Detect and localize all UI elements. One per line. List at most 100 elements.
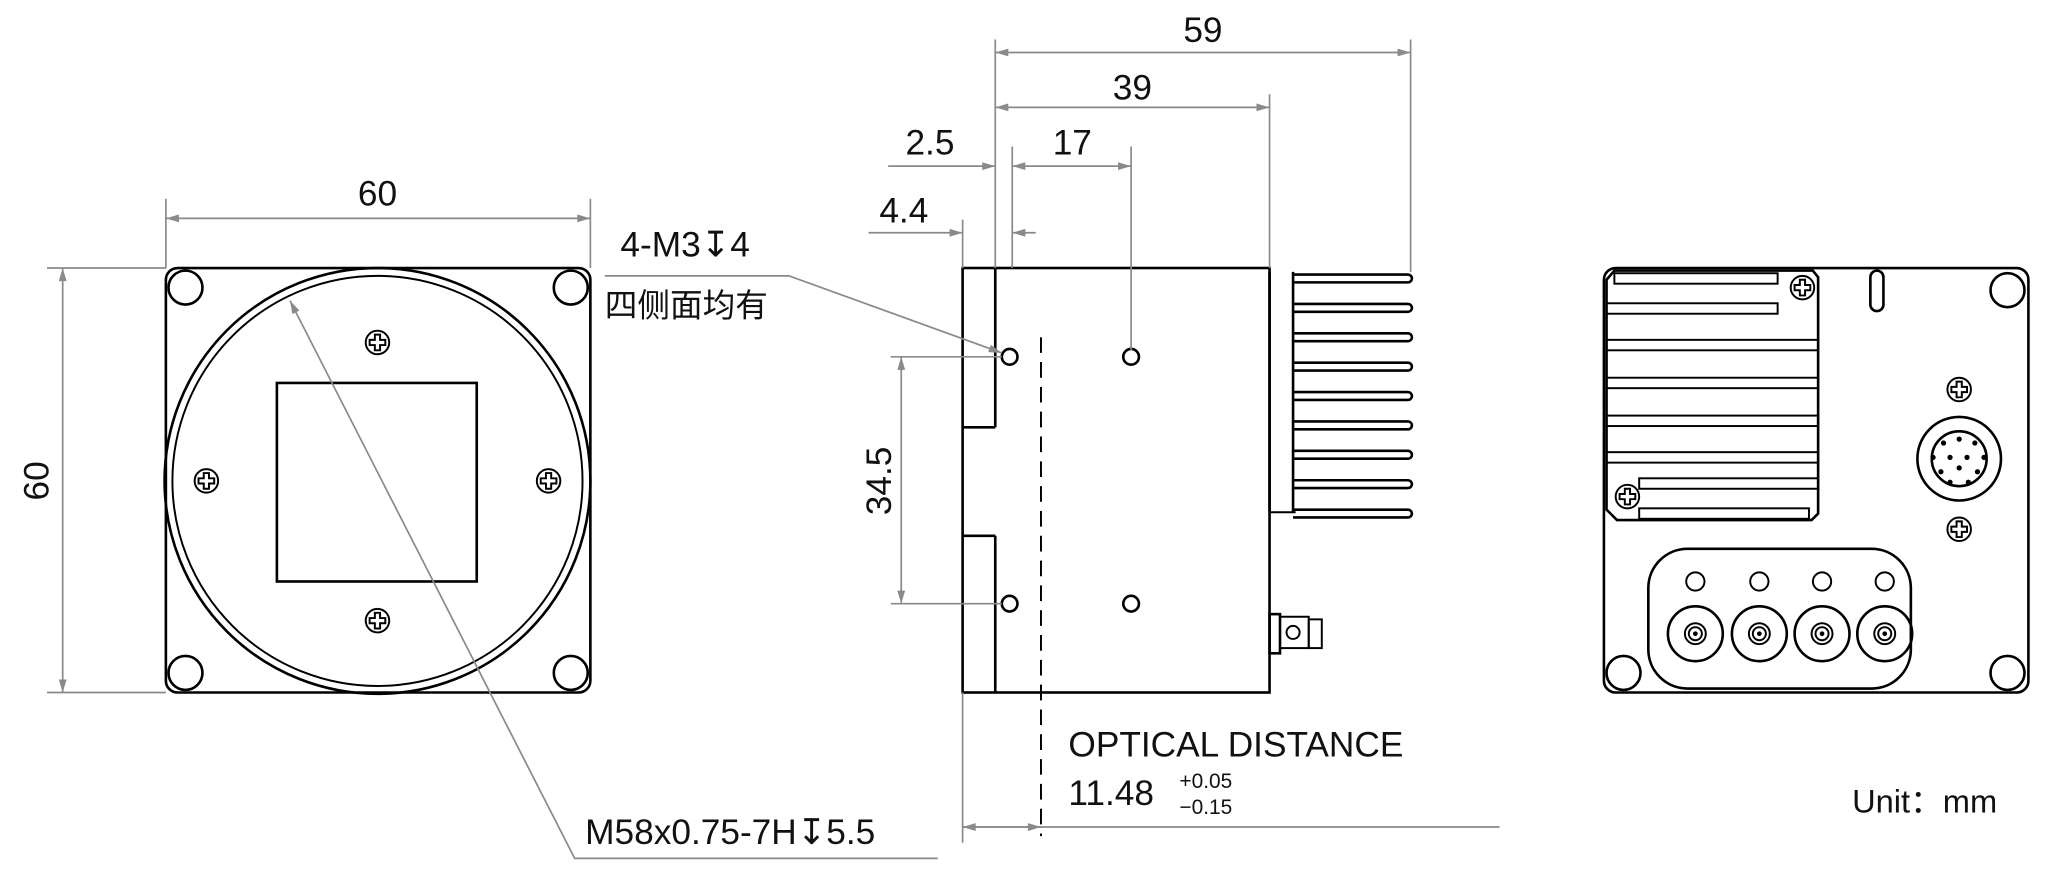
optical-distance-value: 11.48 [1068,774,1154,813]
lens-mount-thread [171,274,584,687]
fin [1613,272,1779,285]
dimension-17: 17 [1053,123,1092,162]
dimension-4-4: 4.4 [879,191,928,230]
fin [1638,507,1810,520]
coaxpress-ports [1666,571,1914,663]
coax-port [1855,604,1914,663]
screw-icon [193,468,220,494]
screw-icon [364,607,391,634]
io-connector-icon [1916,415,2003,502]
width-dimension: 60 [358,174,397,213]
coax-port [1666,604,1725,663]
fin [1605,376,1820,390]
pin [1956,436,1962,442]
side-connector [1268,612,1323,655]
sensor-window [275,381,479,583]
m3-hole [1121,347,1141,366]
fin [1293,302,1414,314]
pin [1964,454,1970,461]
tolerance-upper: +0.05 [1179,770,1232,793]
coax-pin [1882,631,1888,637]
fin [1293,420,1414,431]
led-indicator [1749,571,1770,592]
screw-icon [364,329,391,356]
pin [1947,479,1953,485]
fin [1605,338,1820,352]
coax-port [1730,604,1789,663]
coax-port-ring [1877,626,1893,642]
pin [1940,440,1947,446]
coax-pin [1819,631,1825,637]
total-length-dimension: 59 [1183,11,1222,50]
tolerance-lower: −0.15 [1179,796,1232,819]
coax-pin [1692,631,1698,637]
mount-hole [167,269,204,306]
hole-leader [604,274,1003,354]
pin [1930,454,1936,461]
screw-icon [1946,376,1972,403]
side-housing [961,266,1271,694]
fin [1293,508,1414,519]
fin [1293,449,1414,461]
back-heatsink-fins [1605,272,1820,520]
fin [1605,302,1779,315]
back-view: Unit：mm [1602,266,2030,820]
coax-panel [1647,547,1913,690]
fin [1293,361,1414,372]
fin [1605,414,1820,428]
screw-icon [1946,516,1972,542]
optical-distance-label: OPTICAL DISTANCE [1068,726,1403,765]
screw-icon [1614,483,1641,510]
led-indicator [1811,571,1833,592]
pin [1956,465,1962,471]
pin [1981,454,1987,461]
led-indicator [1874,571,1895,592]
coax-port-inner [1873,622,1897,646]
coax-port [1793,604,1851,663]
led-indicator [1685,571,1706,592]
dimension-2-5: 2.5 [905,123,954,162]
coax-port-inner [1810,622,1834,646]
mount-hole [552,654,590,692]
side-view: 59 39 2.5 17 4.4 34.5 4-M3↧4 四侧面均有 OPTIC… [605,11,1500,843]
fin [1293,273,1414,284]
fin [1293,332,1414,343]
pin [1965,479,1971,485]
hole-callout: 4-M3↧4 [620,225,749,264]
mount-hole [1989,654,2026,692]
screw-icon [535,468,562,494]
coax-port-inner [1683,622,1707,646]
mount-hole [1605,654,1642,692]
hole-note: 四侧面均有 [605,286,768,324]
back-housing [1602,266,2030,694]
mount-hole [1989,271,2026,309]
pin [1974,469,1981,475]
slot [1869,269,1885,313]
coax-port-ring [1687,626,1703,642]
lens-mount-ring [163,266,592,696]
screw-icon [1789,274,1816,301]
unit-label: Unit：mm [1852,783,1997,820]
mount-hole [167,654,204,692]
height-dimension: 60 [17,461,56,500]
front-view: 60 60 M58x0.75-7H↧5.5 [17,174,938,860]
pin [1947,454,1953,461]
body-length-dimension: 39 [1113,69,1152,108]
heatsink-fins [1293,273,1414,519]
coax-port-inner [1747,622,1771,646]
coax-port-ring [1751,626,1767,642]
fin [1293,390,1414,402]
coax-port-ring [1814,626,1830,642]
pin [1938,469,1944,475]
fin [1638,477,1820,490]
m3-hole [1000,594,1019,613]
m3-hole [1000,347,1019,366]
m3-hole [1121,594,1141,613]
mount-hole [552,269,590,306]
hole-spacing-dimension: 34.5 [860,447,899,516]
pin [1972,440,1978,446]
coax-pin [1756,631,1762,637]
thread-callout: M58x0.75-7H↧5.5 [585,813,875,852]
fin [1293,478,1414,490]
